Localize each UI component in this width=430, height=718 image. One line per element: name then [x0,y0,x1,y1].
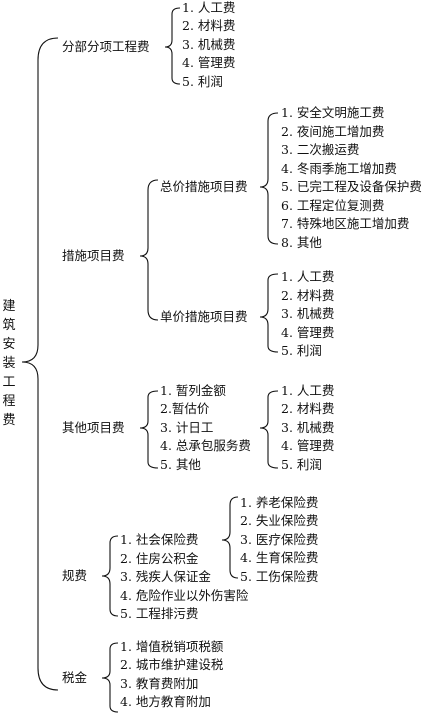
guifei-item: 1. 社会保险费 [120,532,199,547]
shebao-item: 4. 生育保险费 [240,550,319,565]
qita-item: 2.暂估价 [160,401,210,416]
danjia-item: 1. 人工费 [281,269,335,284]
zongjia-item: 3. 二次搬运费 [281,142,360,157]
fenbu-item: 1. 人工费 [182,0,236,15]
zongjia-label: 总价措施项目费 [160,179,248,194]
guifei-label: 规费 [62,568,88,583]
shebao-item: 2. 失业保险费 [240,513,319,528]
qita-sub-item: 1. 人工费 [281,383,335,398]
qita-brace [139,390,159,469]
qita-sub-item: 3. 机械费 [281,420,335,435]
zongjia-item: 5. 已完工程及设备保护费 [281,179,422,194]
zongjia-item: 2. 夜间施工增加费 [281,124,385,139]
qita-sub-item: 5. 利润 [281,457,322,472]
fenbu-brace [164,7,181,85]
danjia-item: 4. 管理费 [281,325,335,340]
shebao-item: 5. 工伤保险费 [240,569,319,584]
shebao-brace [221,496,239,579]
qita-item: 4. 总承包服务费 [160,438,251,453]
root-brace [21,37,59,691]
guifei-item: 2. 住房公积金 [120,551,199,566]
fenbu-item: 3. 机械费 [182,37,236,52]
shuijin-item: 1. 增值税销项税额 [120,639,224,654]
zongjia-brace [259,112,279,245]
zongjia-item: 8. 其他 [281,235,322,250]
qita-sub-item: 4. 管理费 [281,438,335,453]
zongjia-item: 6. 工程定位复测费 [281,198,385,213]
fenbu-item: 5. 利润 [182,74,223,89]
zongjia-item: 4. 冬雨季施工增加费 [281,161,397,176]
guifei-brace [101,535,119,617]
cuoshi-label: 措施项目费 [62,248,125,263]
shuijin-label: 税金 [62,670,88,685]
zongjia-item: 7. 特殊地区施工增加费 [281,216,410,231]
qita-item: 1. 暂列金额 [160,383,226,398]
qita-sub-brace [259,390,279,469]
guifei-item: 5. 工程排污费 [120,606,199,621]
shuijin-item: 3. 教育费附加 [120,676,199,691]
danjia-label: 单价措施项目费 [160,309,248,324]
cuoshi-brace [139,179,159,321]
fenbu-label: 分部分项工程费 [62,39,150,54]
qita-item: 3. 计日工 [160,420,214,435]
danjia-brace [259,273,279,353]
danjia-item: 2. 材料费 [281,288,335,303]
shebao-item: 1. 养老保险费 [240,495,319,510]
guifei-item: 3. 残疾人保证金 [120,569,211,584]
root-label: 建筑安装工程费 [2,299,16,428]
qita-item: 5. 其他 [160,457,201,472]
qita-label: 其他项目费 [62,420,125,435]
danjia-item: 3. 机械费 [281,306,335,321]
danjia-item: 5. 利润 [281,343,322,358]
zongjia-item: 1. 安全文明施工费 [281,105,385,120]
shebao-item: 3. 医疗保险费 [240,532,319,547]
shuijin-item: 4. 地方教育附加 [120,694,211,709]
shuijin-brace [101,642,119,713]
shuijin-item: 2. 城市维护建设税 [120,657,224,672]
guifei-item: 4. 危险作业以外伤害险 [120,588,249,603]
fenbu-item: 4. 管理费 [182,55,236,70]
qita-sub-item: 2. 材料费 [281,401,335,416]
fenbu-item: 2. 材料费 [182,18,236,33]
